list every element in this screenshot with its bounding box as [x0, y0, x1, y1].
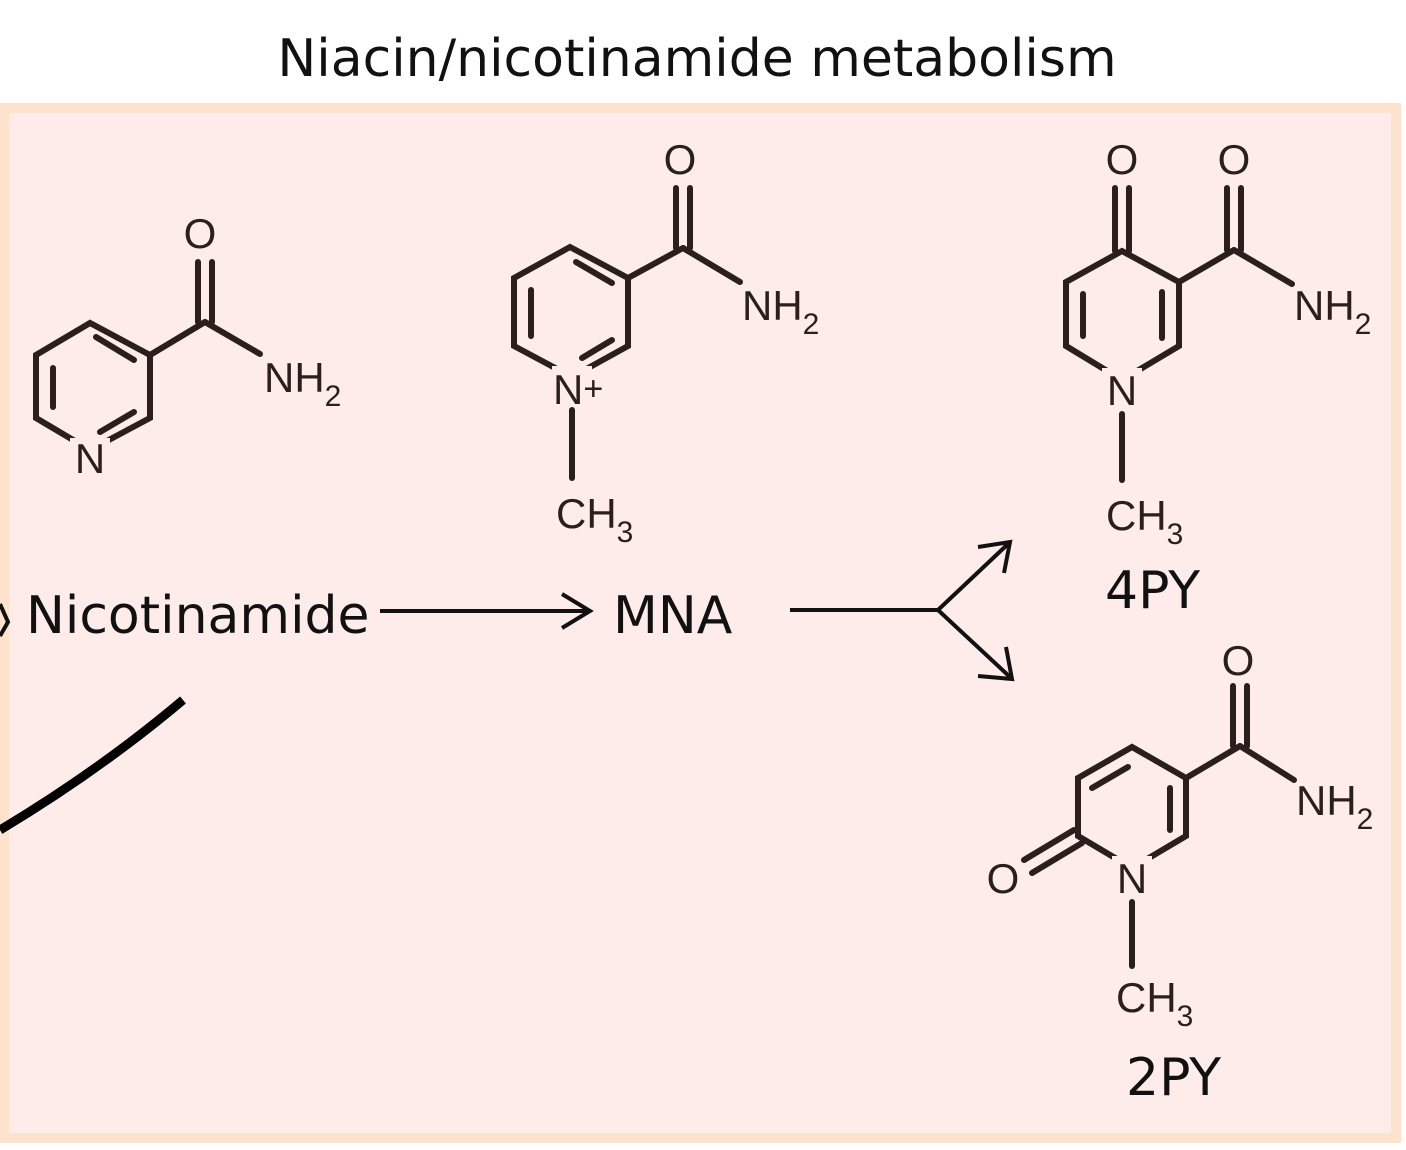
mna-inner-bond-3 — [579, 337, 615, 361]
mna-nitrogen-symbol: N — [553, 366, 583, 413]
arrow-nicotinamide-to-mna — [380, 592, 594, 630]
py2-carbonyl-oxygen: O — [1222, 637, 1255, 684]
mna-amine-nh: NH — [742, 282, 803, 329]
arrow-mna-to-4py-shaft — [936, 542, 1010, 612]
nicotinamide-amine-subscript: 2 — [325, 380, 342, 413]
py4-ring-nitrogen: N — [1107, 367, 1137, 414]
py4-ring — [1063, 247, 1182, 384]
py4-amine-nh: NH — [1294, 282, 1355, 329]
py2-amine-nh: NH — [1296, 777, 1357, 824]
nicotinamide-c-carbonyl-bond — [147, 319, 208, 358]
mna-methyl-label: CH3 — [556, 490, 633, 549]
nicotinamide-label: Nicotinamide — [26, 586, 370, 646]
py2-ring — [1075, 743, 1189, 872]
arrow-nicotinamide-to-mna-head — [560, 592, 594, 630]
nicotinamide-inner-bond-3 — [97, 409, 137, 435]
py2-amine-label: NH2 — [1296, 777, 1373, 836]
nicotinamide-inner-bond-2 — [93, 334, 137, 363]
mna-n-mask — [552, 366, 592, 406]
mna-carbonyl-oxygen: O — [664, 136, 697, 183]
arrow-mna-to-2py-head — [977, 646, 1015, 682]
py2-methyl-ch: CH — [1116, 974, 1177, 1021]
mna-amine-subscript: 2 — [803, 308, 820, 341]
mna-ring — [511, 243, 631, 381]
incoming-arrow-head — [0, 603, 11, 637]
mna-label: MNA — [613, 586, 733, 646]
py4-amine-label: NH2 — [1294, 282, 1371, 341]
nicotinamide-n-mask — [70, 438, 110, 478]
py4-amine-subscript: 2 — [1355, 308, 1372, 341]
arrow-mna-to-2py-shaft — [936, 608, 1012, 679]
arrow-mna-branch — [790, 539, 1015, 682]
py4-methyl-subscript: 3 — [1167, 518, 1184, 551]
mna-cn-bond — [680, 245, 743, 285]
mna-methyl-subscript: 3 — [617, 516, 634, 549]
nicotinamide-structure: N O NH2 — [33, 210, 341, 482]
mna-nitrogen-charge: + — [583, 370, 603, 408]
py2-n-mask — [1112, 856, 1152, 896]
py4-methyl-label: CH3 — [1106, 492, 1183, 551]
py4-label: 4PY — [1105, 561, 1200, 621]
mna-amine-label: NH2 — [742, 282, 819, 341]
py2-methyl-subscript: 3 — [1177, 1000, 1194, 1033]
nicotinamide-cn-bond — [202, 319, 263, 357]
nicotinamide-amine-label: NH2 — [264, 354, 341, 413]
py2-ring-nitrogen: N — [1117, 855, 1147, 902]
py4-methyl-ch: CH — [1106, 492, 1167, 539]
py2-structure: N O O NH2 CH3 — [987, 637, 1374, 1033]
nicotinamide-carbonyl-oxygen: O — [184, 210, 217, 257]
mna-structure: N+ O NH2 CH3 — [511, 136, 819, 549]
py4-keto-oxygen: O — [1106, 136, 1139, 183]
mna-methyl-ch: CH — [556, 490, 617, 537]
py2-keto-oxygen: O — [987, 855, 1020, 902]
py4-structure: N O O NH2 CH3 — [1063, 136, 1371, 551]
nicotinamide-ring-nitrogen: N — [75, 435, 105, 482]
py4-n-mask — [1102, 368, 1142, 408]
py2-cn-bond — [1237, 743, 1297, 783]
pathway-panel — [0, 103, 1401, 1143]
mna-ring-nitrogen: N+ — [553, 366, 603, 413]
py2-keto-bond-a — [1021, 827, 1077, 863]
py2-label: 2PY — [1126, 1048, 1221, 1108]
diagram-title: Niacin/nicotinamide metabolism — [277, 29, 1116, 89]
py4-c-carbonyl-bond — [1176, 247, 1237, 285]
curved-connector — [0, 696, 186, 834]
nicotinamide-amine-nh: NH — [264, 354, 325, 401]
py2-methyl-label: CH3 — [1116, 974, 1193, 1033]
py2-amine-subscript: 2 — [1357, 803, 1374, 836]
py2-inner-bond-1 — [1089, 764, 1131, 791]
mna-c-carbonyl-bond — [625, 245, 686, 281]
py4-carbonyl-oxygen: O — [1218, 136, 1251, 183]
py2-c-carbonyl-bond — [1183, 743, 1243, 781]
nicotinamide-ring — [33, 319, 153, 454]
arrow-mna-to-4py-head — [977, 539, 1013, 574]
py2-keto-bond-b — [1029, 840, 1085, 876]
py4-cn-bond — [1231, 247, 1295, 287]
mna-inner-bond-2 — [573, 259, 615, 286]
